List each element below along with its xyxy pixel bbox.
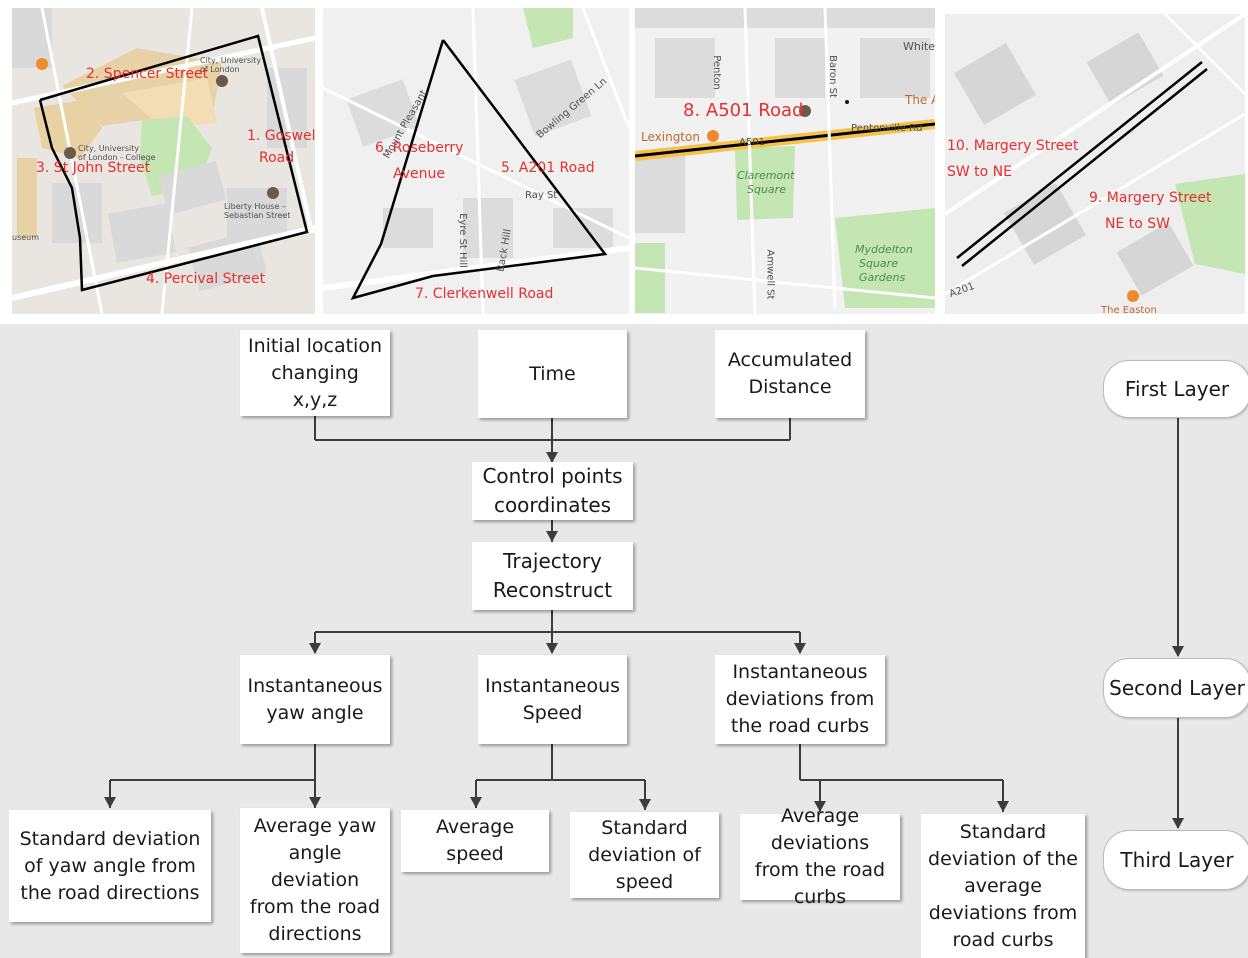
route-line <box>961 68 1208 267</box>
a501-pin-icon <box>799 105 811 117</box>
route-line <box>635 122 935 158</box>
arrowhead-icon <box>1172 646 1184 657</box>
map-2-drawing <box>323 8 629 314</box>
arrowhead-icon <box>546 452 558 463</box>
route-label-spencer: 2. Spencer Street <box>86 66 209 82</box>
route-label-goswell-2: Road <box>259 150 295 166</box>
output-std-speed: Standard deviation of speed <box>570 812 719 898</box>
poi-label: Pentonville Rd <box>851 123 923 134</box>
layer-first: First Layer <box>1103 360 1248 418</box>
arrowhead-icon <box>104 797 116 808</box>
poi-label: The A <box>905 93 935 107</box>
map-1-drawing <box>12 8 315 314</box>
map-4-drawing <box>945 14 1245 314</box>
route-label-margery-ne-sw: 9. Margery Street <box>1089 190 1212 206</box>
liberty-house-pin-icon <box>267 187 279 199</box>
output-avg-curb-deviations: Average deviations from the road curbs <box>740 805 900 908</box>
poi-label: White <box>903 40 935 53</box>
arrowhead-icon <box>997 801 1009 812</box>
instantaneous-deviations-box: Instantaneous deviations from the road c… <box>715 655 885 744</box>
arrowhead-icon <box>546 531 558 542</box>
arrowheads <box>104 452 1184 829</box>
poi-label: Claremont <box>737 169 795 182</box>
poi-label: The Easton <box>1101 305 1157 315</box>
arrowhead-icon <box>814 801 826 812</box>
route-label-a501: 8. A501 Road <box>683 100 804 121</box>
route-line <box>350 39 608 300</box>
poi-label: City, University <box>78 144 140 153</box>
arrowhead-icon <box>546 643 558 654</box>
route-label-percival: 4. Percival Street <box>146 271 266 287</box>
poi-label: Liberty House – <box>224 202 286 211</box>
route-label-a201: 5. A201 Road <box>501 160 595 176</box>
poi-label: Square <box>859 257 898 270</box>
layer-third: Third Layer <box>1103 830 1248 890</box>
layer-second: Second Layer <box>1103 658 1248 718</box>
arrowhead-icon <box>1172 818 1184 829</box>
route-line <box>38 34 309 292</box>
input-accumulated-distance: Accumulated Distance <box>715 330 865 418</box>
arrowhead-icon <box>470 797 482 808</box>
restaurant-pin-icon <box>36 58 48 70</box>
route-label-st-john: 3. St John Street <box>36 160 151 176</box>
arrowhead-icon <box>794 643 806 654</box>
route-label-goswell: 1. Goswell <box>247 128 315 144</box>
poi-label: Ray St <box>525 190 558 201</box>
route-label-clerkenwell: 7. Clerkenwell Road <box>415 286 554 302</box>
map-1: City, University of London City, Univers… <box>12 8 315 314</box>
arrowhead-icon <box>639 799 651 810</box>
myddelton-gardens <box>835 208 935 308</box>
input-initial-location: Initial location changing x,y,z <box>240 330 390 416</box>
route-label-margery-sw-ne: 10. Margery Street <box>947 138 1079 154</box>
map-3-drawing <box>635 8 935 314</box>
arrowhead-icon <box>309 797 321 808</box>
route-label-roseberry-2: Avenue <box>393 166 446 182</box>
map-3: Lexington A501 Pentonville Rd Claremont … <box>635 8 935 314</box>
poi-label: A501 <box>739 137 765 148</box>
poi-label: Lexington <box>641 130 700 144</box>
route-line <box>956 61 1203 259</box>
poi-label: useum <box>12 233 40 242</box>
route-label-margery-sw-ne-2: SW to NE <box>947 164 1013 180</box>
output-std-yaw-angle: Standard deviation of yaw angle from the… <box>9 810 211 922</box>
poi-label: Gardens <box>859 271 906 284</box>
poi-label: Sebastian Street <box>224 211 291 220</box>
control-points-box: Control points coordinates <box>472 462 633 520</box>
output-average-speed: Average speed <box>401 810 549 872</box>
output-avg-yaw-deviation: Average yaw angle deviation from the roa… <box>240 808 390 953</box>
input-time: Time <box>478 330 627 418</box>
lexington-pin-icon <box>707 130 719 142</box>
instantaneous-speed-box: Instantaneous Speed <box>478 655 627 744</box>
output-std-avg-curb-deviations: Standard deviation of the average deviat… <box>921 814 1085 958</box>
arrowhead-icon <box>309 643 321 654</box>
trajectory-reconstruct-box: Trajectory Reconstruct <box>472 542 633 610</box>
poi-label: of London <box>200 65 240 74</box>
map-4: A201 The Easton 10. Margery Street SW to… <box>945 14 1245 314</box>
poi-label: of London - College <box>78 153 156 162</box>
map-2: Mount Pleasant Bowling Green Ln Ray St E… <box>323 8 629 314</box>
instantaneous-yaw-angle-box: Instantaneous yaw angle <box>240 655 390 744</box>
college-pin-icon <box>64 147 76 159</box>
university-pin-icon <box>216 75 228 87</box>
poi-label: City, University <box>200 56 262 65</box>
route-label-margery-ne-sw-2: NE to SW <box>1105 216 1171 232</box>
route-label-roseberry: 6. Roseberry <box>375 140 464 156</box>
poi-label: Square <box>747 183 786 196</box>
poi-label: Myddelton <box>855 243 913 256</box>
the-easton-pin-icon <box>1127 290 1139 302</box>
